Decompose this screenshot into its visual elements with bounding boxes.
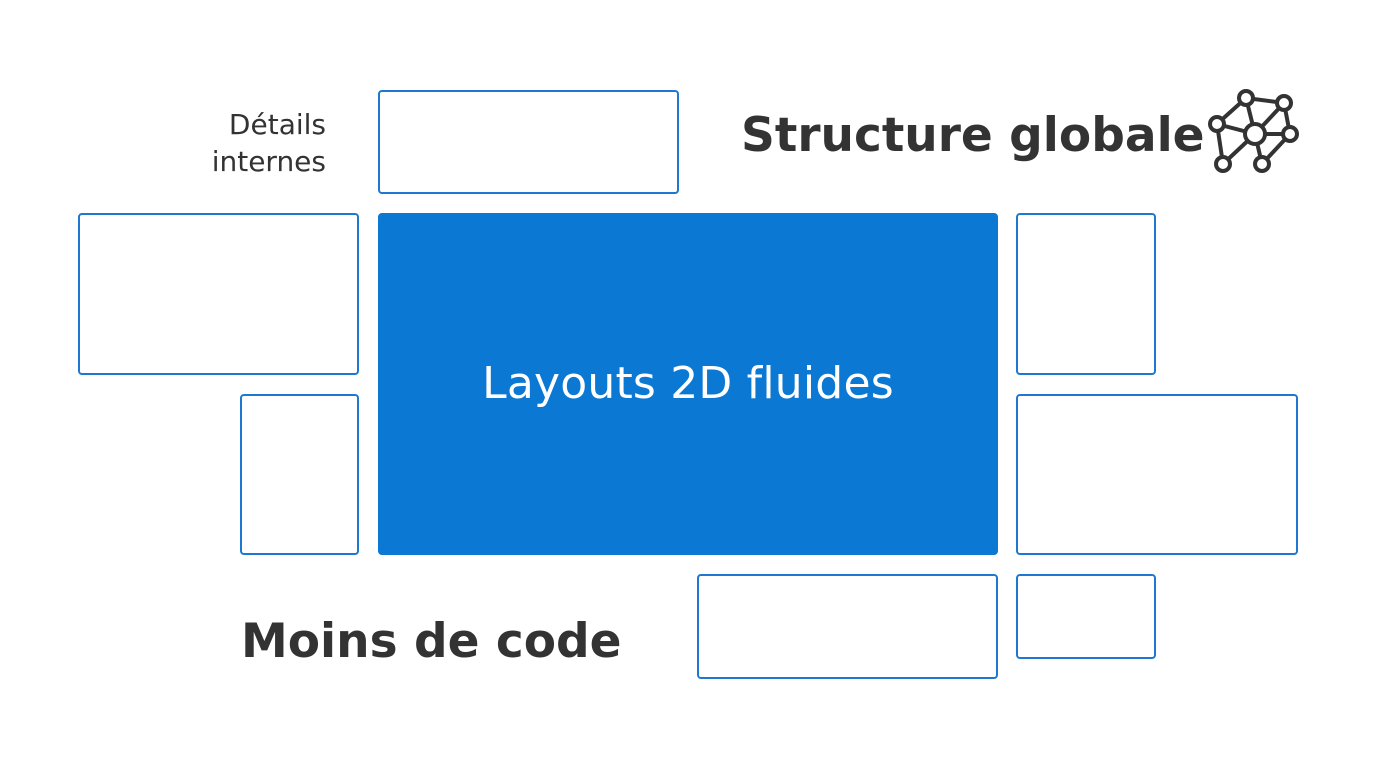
- details-internes-label: Détails internes: [150, 106, 326, 180]
- structure-globale-label: Structure globale: [741, 108, 1205, 163]
- moins-de-code-label: Moins de code: [241, 614, 622, 669]
- left-wide-box: [78, 213, 359, 375]
- center-panel: Layouts 2D fluides: [378, 213, 998, 555]
- top-box: [378, 90, 679, 194]
- bottom-small-box: [1016, 574, 1156, 659]
- right-square-box: [1016, 213, 1156, 375]
- network-icon: [1208, 89, 1299, 173]
- center-label: Layouts 2D fluides: [482, 357, 894, 409]
- right-wide-box: [1016, 394, 1298, 555]
- bottom-wide-box: [697, 574, 998, 679]
- details-internes-line-2: internes: [211, 145, 326, 178]
- details-internes-line-1: Détails: [228, 108, 326, 141]
- left-narrow-box: [240, 394, 359, 555]
